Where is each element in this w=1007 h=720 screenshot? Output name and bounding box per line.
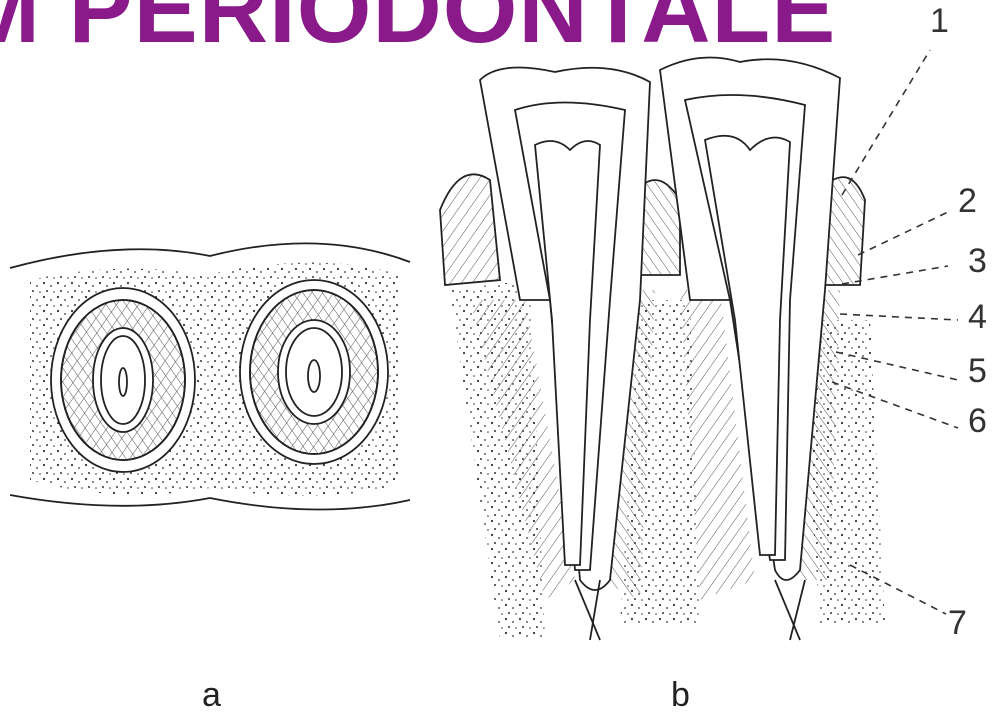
label-4: 4 xyxy=(968,298,987,337)
figure-a xyxy=(10,243,410,509)
label-6: 6 xyxy=(968,402,987,441)
label-1: 1 xyxy=(930,2,949,41)
label-7: 7 xyxy=(948,604,967,643)
caption-b: b xyxy=(671,676,690,715)
label-2: 2 xyxy=(958,182,977,221)
label-3: 3 xyxy=(968,242,987,281)
figure-b xyxy=(440,50,958,640)
label-5: 5 xyxy=(968,352,987,391)
caption-a: a xyxy=(202,676,221,715)
